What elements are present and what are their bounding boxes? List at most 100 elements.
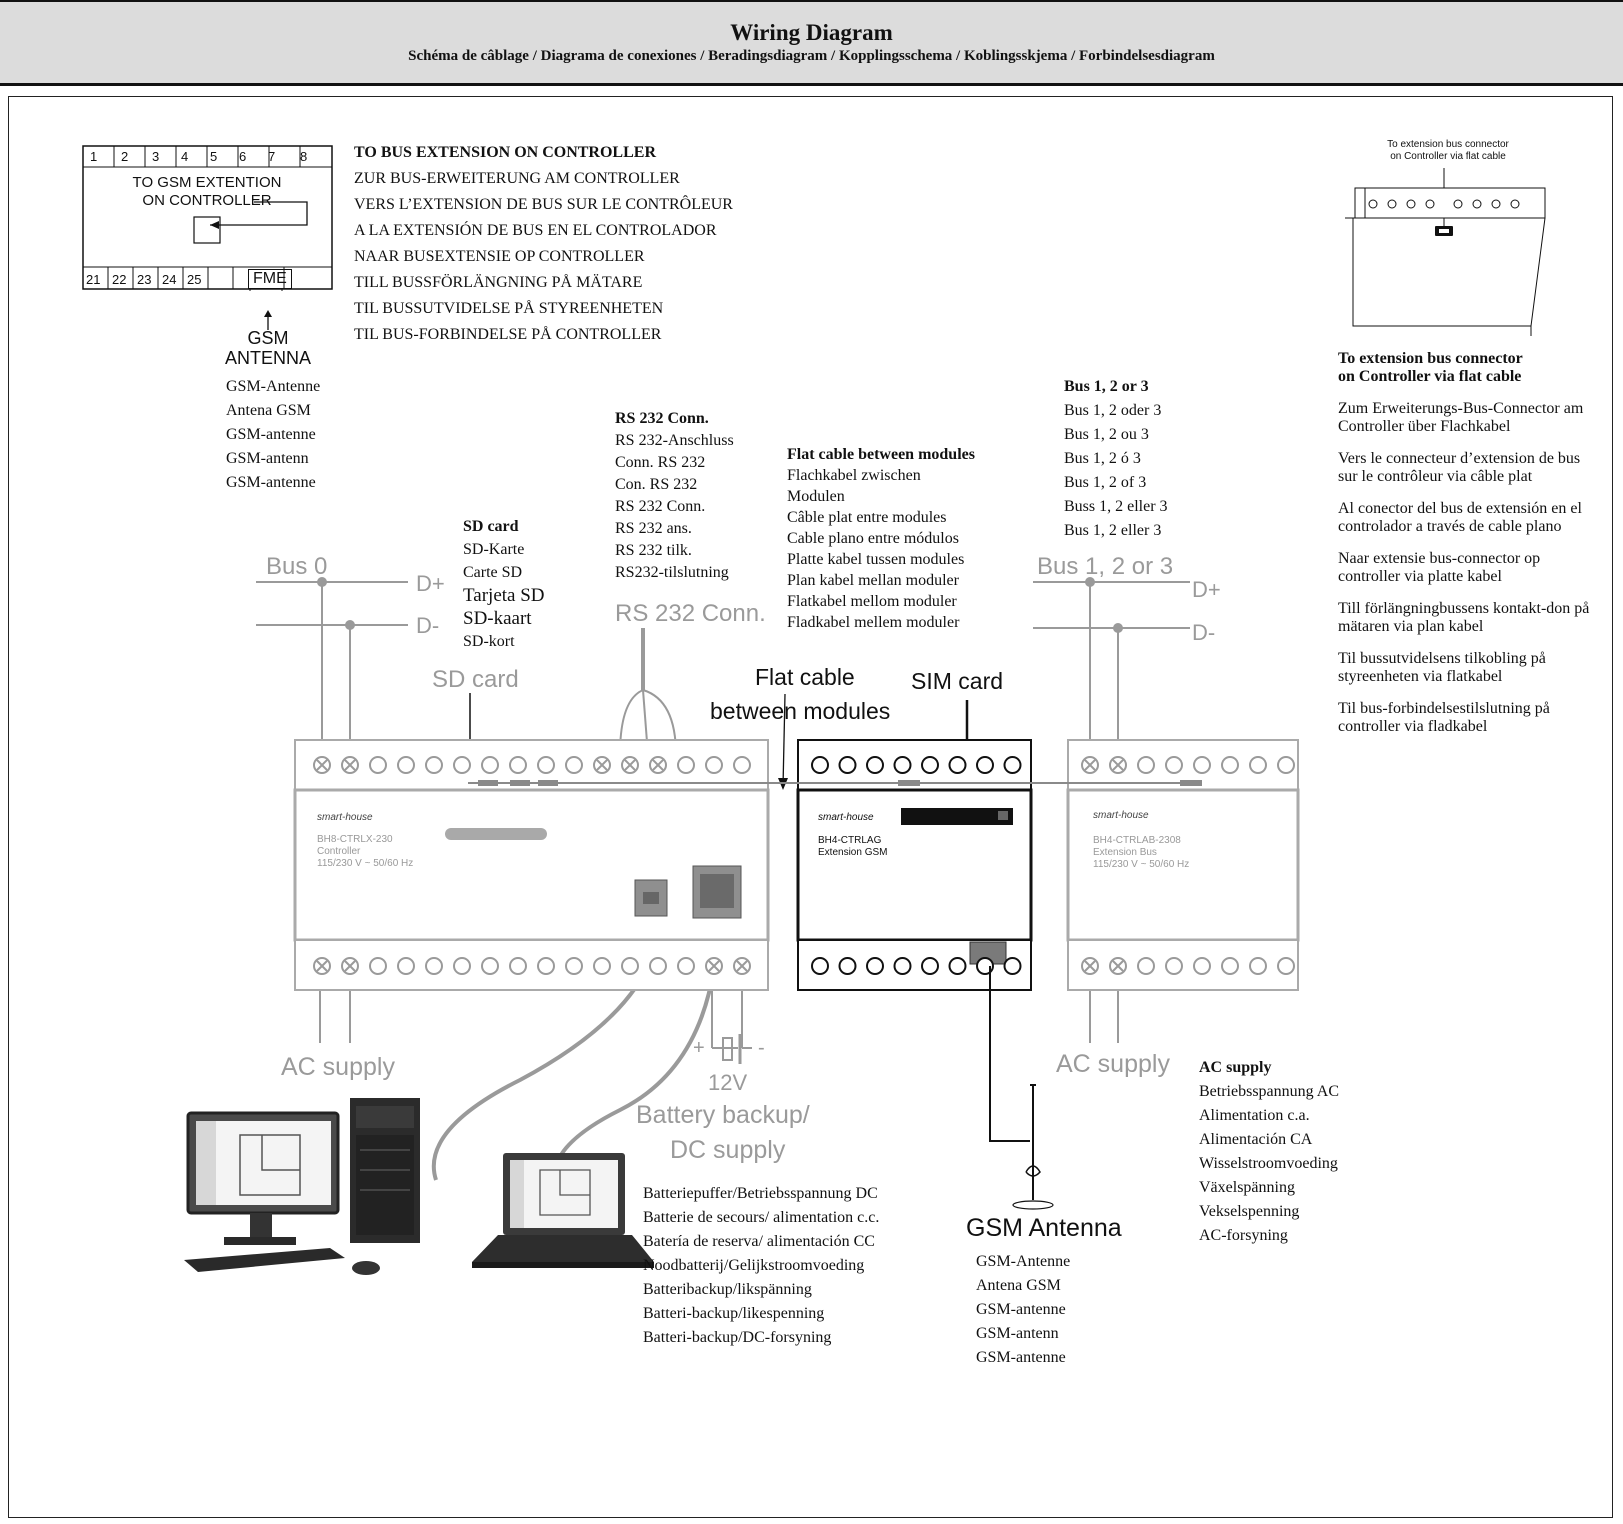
- gsm-antenna-diagram-label: GSM Antenna: [966, 1214, 1122, 1242]
- module1-rating: 115/230 V ~ 50/60 Hz: [317, 858, 413, 869]
- gsm-antenna-label-line2: ANTENNA: [225, 348, 312, 368]
- page-title: Wiring Diagram: [730, 20, 893, 45]
- terminal-screw: [811, 756, 829, 774]
- module1-type: Controller: [317, 846, 361, 857]
- translation-line: GSM-antenne: [226, 426, 316, 443]
- right-panel-paragraph: Til bussutvidelsens tilkobling på styree…: [1338, 650, 1546, 685]
- translation-line: Batteri-backup/DC-forsyning: [643, 1329, 832, 1346]
- bus0-dminus-label: D-: [416, 613, 439, 638]
- right-panel-paragraph: Till förlängningbussens kontakt-don på m…: [1338, 600, 1590, 635]
- translation-line: Flatkabel mellom moduler: [787, 593, 957, 610]
- terminal-label: 23: [137, 272, 152, 287]
- module2-model: BH4-CTRLAG: [818, 835, 882, 846]
- right-panel-paragraph: Al conector del bus de extensión en el c…: [1338, 500, 1582, 535]
- right-panel-heading-2: on Controller via flat cable: [1338, 368, 1522, 385]
- terminal-screw: [593, 957, 611, 975]
- translation-line: GSM-antenne: [976, 1301, 1066, 1318]
- flat-cable-block: Flat cable between modules Flachkabel zw…: [787, 444, 975, 633]
- terminal-label: 3: [152, 149, 160, 164]
- translation-line: Platte kabel tussen modules: [787, 551, 965, 568]
- right-panel-paragraph: Zum Erweiterungs-Bus-Connector am Contro…: [1338, 400, 1584, 435]
- header-banner: Wiring Diagram Schéma de câblage / Diagr…: [0, 0, 1623, 86]
- terminal-screw: [369, 957, 387, 975]
- terminal-label: 8: [300, 149, 308, 164]
- desktop-computer-icon: [184, 1098, 420, 1275]
- gsm-box-label-line2: ON CONTROLLER: [142, 192, 272, 209]
- diagram-frame: [8, 96, 1613, 1518]
- gsm-top-terminals: 1 2 3 4 5 6 7 8: [82, 147, 332, 167]
- terminal-screw: [1193, 957, 1211, 975]
- battery-minus: -: [758, 1037, 765, 1059]
- flat-cable-diagram-label-2: between modules: [710, 698, 890, 724]
- translation-line: RS 232 Conn.: [615, 498, 706, 515]
- ac-supply-left: AC supply: [281, 1053, 395, 1081]
- gsm-antenna-icon: [1012, 1084, 1054, 1210]
- sketch-caption-line2: on Controller via flat cable: [1390, 151, 1506, 162]
- terminal-label: 6: [239, 149, 247, 164]
- controller-sketch: [1345, 166, 1555, 338]
- terminal-screw: [397, 957, 415, 975]
- translation-line: Flachkabel zwischen: [787, 467, 921, 484]
- terminal-screw: [1165, 957, 1183, 975]
- translation-line: TIL BUS-FORBINDELSE PÅ CONTROLLER: [354, 326, 662, 343]
- translation-line: RS 232 ans.: [615, 520, 692, 537]
- translation-line: Con. RS 232: [615, 476, 698, 493]
- translation-line: Câble plat entre modules: [787, 509, 947, 526]
- gsm-box-label: TO GSM EXTENTION ON CONTROLLER: [82, 174, 332, 210]
- terminal-screw: [838, 756, 857, 774]
- battery-label-2: DC supply: [670, 1136, 786, 1164]
- terminal-screw: [1165, 756, 1183, 774]
- right-panel-text: To extension bus connector on Controller…: [1338, 350, 1593, 750]
- terminal-label: 22: [112, 272, 127, 287]
- translation-line: SD-kort: [463, 633, 515, 650]
- terminal-screw: [481, 756, 499, 774]
- gsm-antenna-arrow: [263, 310, 273, 330]
- translation-line: Antena GSM: [226, 402, 311, 419]
- right-panel-heading-1: To extension bus connector: [1338, 350, 1523, 367]
- translation-line: Bus 1, 2 ou 3: [1064, 426, 1149, 443]
- bus0-dplus-label: D+: [416, 571, 445, 596]
- bus0-label: Bus 0: [266, 553, 327, 580]
- terminal-screw: [369, 756, 387, 774]
- translation-line: Batería de reserva/ alimentación CC: [643, 1233, 875, 1250]
- battery-voltage: 12V: [708, 1070, 747, 1095]
- terminal-screw: [397, 756, 415, 774]
- battery-plus: +: [693, 1037, 705, 1059]
- translation-line: Wisselstroomvoeding: [1199, 1155, 1338, 1172]
- terminal-screw: [921, 957, 939, 975]
- bus123-dminus-label: D-: [1192, 620, 1215, 645]
- terminal-screw: [838, 957, 857, 975]
- terminal-screw: [948, 957, 967, 975]
- ac-supply-block: AC supply Betriebsspannung AC Alimentati…: [1199, 1056, 1339, 1248]
- terminal-screw: [948, 756, 967, 774]
- translation-line: Bus 1, 2 oder 3: [1064, 402, 1162, 419]
- translation-line: GSM-Antenne: [226, 378, 321, 395]
- translation-line: Bus 1, 2 of 3: [1064, 474, 1147, 491]
- terminal-screw: [1137, 957, 1155, 975]
- module3-model: BH4-CTRLAB-2308: [1093, 835, 1181, 846]
- translation-line: VERS L’EXTENSION DE BUS SUR LE CONTRÔLEU…: [354, 196, 733, 213]
- translation-line: Batteribackup/likspänning: [643, 1281, 812, 1298]
- brand-logo: smart-house: [1093, 810, 1149, 821]
- terminal-screw: [866, 756, 884, 774]
- battery-label-1: Battery backup/: [636, 1101, 810, 1129]
- sd-card-heading: SD card: [463, 518, 519, 535]
- terminal-screw: [453, 957, 471, 975]
- translation-line: Batteri-backup/likespenning: [643, 1305, 825, 1322]
- terminal-screw: [1277, 957, 1295, 975]
- flat-cable-diagram-label-1: Flat cable: [755, 664, 855, 690]
- gsm-terminal-box: 1 2 3 4 5 6 7 8 TO GSM EXTENTION ON CONT…: [82, 145, 334, 298]
- terminal-screw: [1277, 756, 1295, 774]
- terminal-screw: [811, 957, 829, 975]
- rs232-diagram-label: RS 232 Conn.: [615, 600, 766, 627]
- translation-line: Tarjeta SD: [463, 585, 545, 606]
- terminal-label: 24: [162, 272, 177, 287]
- translation-line: Batterie de secours/ alimentation c.c.: [643, 1209, 880, 1226]
- translation-line: Cable plano entre módulos: [787, 530, 959, 547]
- gsm-extension-module: [796, 739, 1033, 991]
- translation-line: Vekselspenning: [1199, 1203, 1300, 1220]
- terminal-screw: [425, 957, 443, 975]
- sd-card-diagram-label: SD card: [432, 666, 519, 693]
- ac-supply-heading: AC supply: [1199, 1059, 1272, 1076]
- terminal-screw: [621, 957, 639, 975]
